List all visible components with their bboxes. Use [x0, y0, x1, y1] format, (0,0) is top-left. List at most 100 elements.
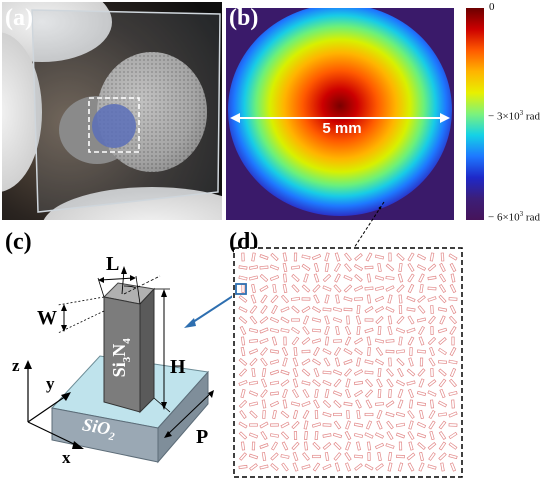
nanopillar [417, 442, 426, 450]
nanopillar [416, 264, 427, 271]
nanopillar [293, 252, 298, 262]
nanopillar [448, 423, 458, 427]
nanopillar [365, 399, 373, 409]
nanopillar [346, 410, 350, 419]
nanopillar [335, 325, 340, 336]
nanopillar [248, 380, 259, 386]
nanopillar [335, 294, 340, 304]
nanopillar [385, 263, 395, 272]
nanopillar [385, 443, 395, 449]
dimension-L: L [106, 253, 120, 275]
nanopillar [259, 254, 269, 260]
nanopillar [439, 315, 446, 325]
nanopillar [438, 452, 447, 461]
nanopillar [385, 400, 395, 408]
nanopillar [343, 274, 353, 282]
nanopillar [312, 379, 321, 387]
nanopillar [269, 316, 280, 324]
panel-label-c: (c) [5, 229, 32, 255]
nanopillar [261, 367, 267, 378]
nanopillar [260, 347, 268, 356]
nanopillar [397, 367, 404, 378]
nanopillar [397, 273, 404, 283]
nanopillar [395, 379, 406, 387]
nanopillar [303, 420, 309, 430]
nanopillar [301, 284, 311, 293]
nanopillar [387, 315, 393, 325]
nanopillar [354, 274, 363, 282]
nanopillar [270, 462, 279, 472]
nanopillar [324, 388, 330, 399]
nanopillar [301, 305, 311, 314]
nanopillar [290, 265, 301, 270]
nanopillar [365, 420, 373, 430]
nanopillar [324, 252, 330, 262]
nanopillar [345, 420, 351, 430]
nanopillar [448, 442, 458, 450]
nanopillar [385, 306, 395, 313]
nanopillar [239, 410, 247, 419]
photo-illustration [2, 2, 222, 220]
nanopillar [249, 357, 258, 367]
nanopillar [280, 431, 290, 440]
nanopillar [251, 367, 256, 378]
nanopillar [238, 399, 248, 409]
nanopillar [280, 294, 290, 304]
nanopillar [333, 339, 342, 343]
nanopillar [407, 273, 415, 283]
nanopillar [333, 262, 342, 273]
nanopillar [429, 346, 435, 357]
nanopillar [407, 262, 415, 273]
nanopillar [343, 368, 353, 377]
nanopillar [259, 337, 269, 345]
nanopillar [451, 336, 455, 346]
nanopillar [345, 378, 351, 388]
nanopillar [322, 379, 332, 387]
nanopillar [292, 409, 299, 420]
nanopillar [312, 284, 321, 293]
nanopillar [438, 360, 447, 364]
nanopillar [406, 368, 416, 377]
nanopillar [408, 441, 414, 451]
nanopillar [251, 252, 256, 262]
nanopillar [367, 347, 371, 356]
nanopillar [313, 294, 320, 304]
nanopillar [356, 409, 361, 420]
nanopillar [259, 284, 269, 293]
nanopillar [417, 368, 426, 377]
nanopillar [448, 453, 458, 460]
nanopillar [346, 315, 350, 325]
nanopillar [333, 420, 342, 430]
nanopillar [290, 401, 301, 407]
nanopillar [240, 388, 246, 399]
nanopillar [387, 294, 393, 304]
colorbar-tick-low: − 6×103 rad [488, 210, 540, 224]
nanopillar [388, 252, 392, 262]
nanopillar [438, 420, 447, 430]
nanopillar [397, 399, 404, 409]
nanopillar [333, 399, 342, 409]
nanopillar [332, 432, 343, 439]
nanopillar [269, 400, 280, 408]
nanopillar [407, 315, 415, 325]
nanopillar [355, 399, 362, 409]
nanopillar [238, 306, 248, 313]
nanopillar [301, 368, 311, 377]
nanopillar [334, 252, 341, 262]
nanopillar [438, 273, 447, 283]
nanopillar [416, 253, 427, 261]
nanopillar [385, 349, 395, 354]
nanopillar [292, 367, 299, 378]
nanopillar [343, 296, 353, 302]
nanopillar [344, 430, 352, 441]
nanopillar [249, 410, 258, 419]
nanopillar [374, 275, 385, 281]
nanopillar [333, 284, 342, 293]
nanopillar [301, 337, 311, 345]
nanopillar [407, 462, 415, 472]
nanopillar [238, 275, 248, 281]
nanopillar [450, 273, 456, 283]
nanopillar [449, 462, 457, 472]
nanopillar [438, 294, 447, 304]
nanopillar [438, 441, 447, 451]
